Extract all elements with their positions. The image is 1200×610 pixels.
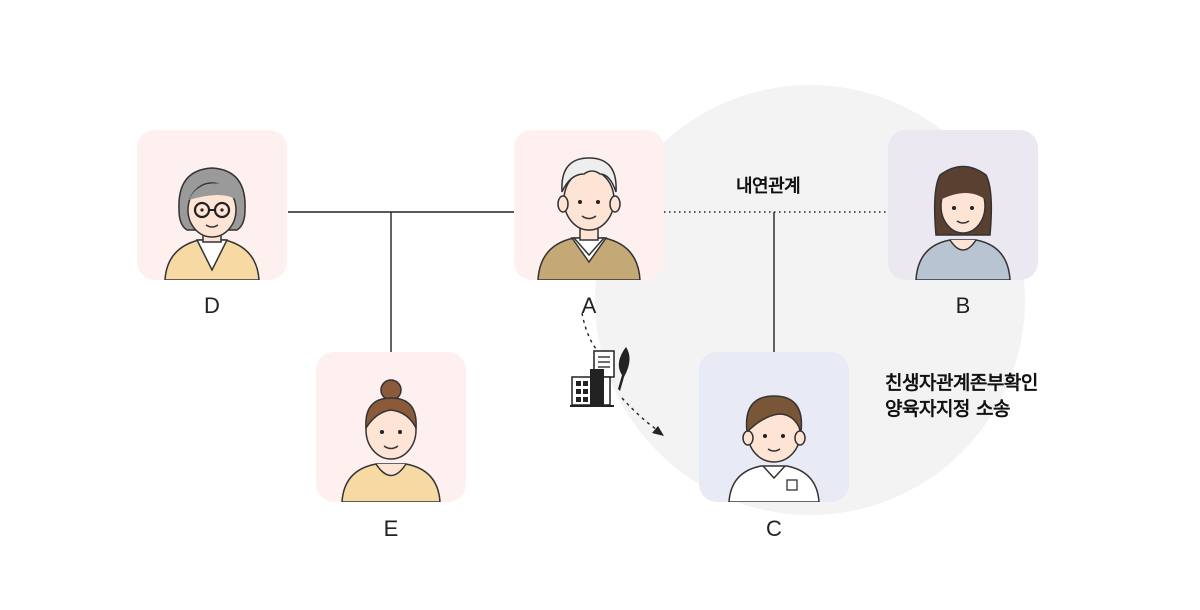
- elderly-woman-icon: [164, 167, 260, 280]
- lawsuit-line-1: 친생자관계존부확인: [885, 372, 1038, 394]
- person-card-b: [888, 130, 1038, 280]
- person-label-d: D: [204, 293, 220, 318]
- relation-label-de-facto: 내연관계: [736, 176, 801, 197]
- elderly-man-icon: [537, 157, 641, 280]
- person-card-a: [514, 130, 664, 280]
- person-label-a: A: [581, 293, 597, 318]
- person-label-c: C: [766, 516, 782, 541]
- lawsuit-line-2: 양육자지정 소송: [885, 398, 1010, 420]
- lawsuit-arrow-path: [581, 312, 606, 359]
- young-woman-icon: [341, 379, 441, 502]
- lawsuit-label: 친생자관계존부확인 양육자지정 소송: [885, 370, 1038, 422]
- child-boy-icon: [728, 395, 820, 502]
- person-label-b: B: [955, 293, 971, 318]
- woman-icon: [915, 165, 1011, 280]
- person-card-c: [699, 352, 849, 502]
- person-card-d: [137, 130, 287, 280]
- court-document-icon: [570, 347, 630, 407]
- court-building-icon: [570, 369, 614, 407]
- person-label-e: E: [383, 516, 399, 541]
- person-card-e: [316, 352, 466, 502]
- arrow-head: [652, 426, 664, 436]
